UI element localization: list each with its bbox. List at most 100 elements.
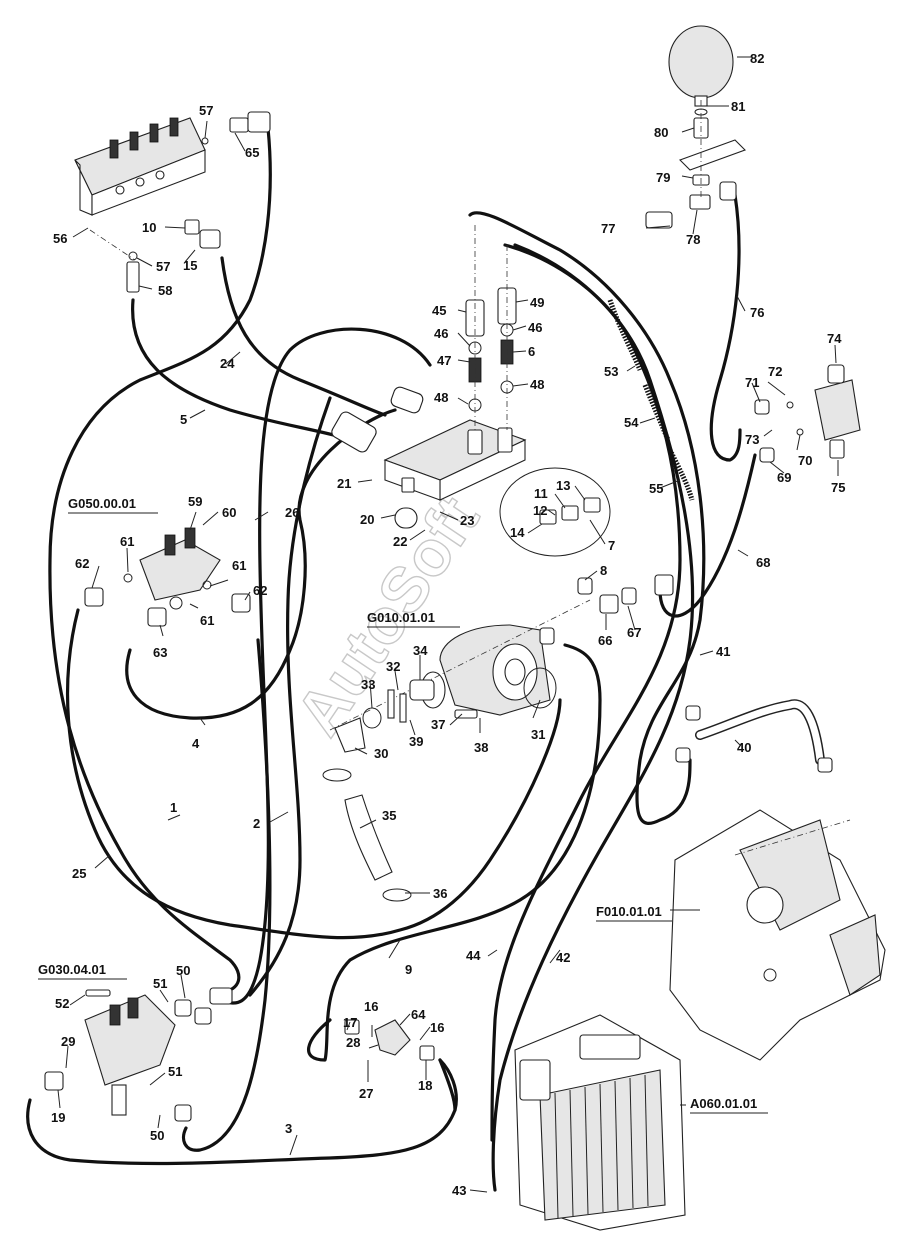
callout-11: 11 bbox=[534, 486, 548, 501]
callout-19: 19 bbox=[51, 1110, 65, 1125]
callout-46-b: 46 bbox=[528, 320, 542, 335]
callout-34: 34 bbox=[413, 643, 428, 658]
hose-68 bbox=[658, 453, 757, 618]
accumulator-82 bbox=[645, 25, 746, 229]
hose-4 bbox=[125, 408, 397, 720]
valve-g030 bbox=[44, 987, 233, 1122]
callout-9: 9 bbox=[405, 962, 412, 977]
hose-2 bbox=[248, 396, 332, 997]
callout-10: 10 bbox=[142, 220, 156, 235]
callout-61-a: 61 bbox=[120, 534, 134, 549]
fittings-66-67-8 bbox=[539, 574, 674, 645]
callout-57-a: 57 bbox=[199, 103, 213, 118]
heater-unit-f010 bbox=[669, 809, 886, 1061]
callout-45: 45 bbox=[432, 303, 446, 318]
callout-36: 36 bbox=[433, 886, 447, 901]
callout-27: 27 bbox=[359, 1086, 373, 1101]
callout-7: 7 bbox=[608, 538, 615, 553]
callout-54: 54 bbox=[624, 415, 639, 430]
callout-25: 25 bbox=[72, 866, 86, 881]
callout-numbers: 1 2 3 4 5 6 7 8 9 10 11 12 13 14 15 16 1… bbox=[51, 51, 845, 1198]
callout-37: 37 bbox=[431, 717, 445, 732]
callout-23: 23 bbox=[460, 513, 474, 528]
callout-30: 30 bbox=[374, 746, 388, 761]
callout-1: 1 bbox=[170, 800, 177, 815]
callout-66: 66 bbox=[598, 633, 612, 648]
callout-33: 33 bbox=[361, 677, 375, 692]
hose-41 bbox=[468, 211, 706, 825]
fittings-top-left bbox=[126, 111, 271, 293]
callout-16-b: 16 bbox=[430, 1020, 444, 1035]
callout-67: 67 bbox=[627, 625, 641, 640]
hose-left-hook bbox=[438, 1058, 457, 1112]
callout-5: 5 bbox=[180, 412, 187, 427]
pump-inlet-fittings bbox=[334, 679, 435, 753]
callout-58: 58 bbox=[158, 283, 172, 298]
group-label-g010: G010.01.01 bbox=[367, 610, 435, 625]
callout-21: 21 bbox=[337, 476, 351, 491]
callout-40: 40 bbox=[737, 740, 751, 755]
callout-51-a: 51 bbox=[153, 976, 167, 991]
bracket-circle-detail bbox=[499, 467, 611, 557]
suction-hose-35 bbox=[322, 768, 412, 902]
hose-9 bbox=[306, 643, 602, 1062]
callout-44: 44 bbox=[466, 948, 481, 963]
callout-39: 39 bbox=[409, 734, 423, 749]
callout-69: 69 bbox=[777, 470, 791, 485]
callout-72: 72 bbox=[768, 364, 782, 379]
callout-52: 52 bbox=[55, 996, 69, 1011]
spring-guard-54 bbox=[642, 384, 671, 441]
callout-6: 6 bbox=[528, 344, 535, 359]
group-label-g030: G030.04.01 bbox=[38, 962, 106, 977]
hose-1 bbox=[181, 638, 272, 1152]
callout-17: 17 bbox=[343, 1015, 357, 1030]
callout-80: 80 bbox=[654, 125, 668, 140]
callout-73: 73 bbox=[745, 432, 759, 447]
hoses bbox=[26, 126, 757, 1192]
callout-79: 79 bbox=[656, 170, 670, 185]
callout-57-b: 57 bbox=[156, 259, 170, 274]
callout-77: 77 bbox=[601, 221, 615, 236]
callout-22: 22 bbox=[393, 534, 407, 549]
callout-3: 3 bbox=[285, 1121, 292, 1136]
valve-g050 bbox=[84, 527, 251, 627]
callout-61-c: 61 bbox=[200, 613, 214, 628]
callout-63: 63 bbox=[153, 645, 167, 660]
callout-75: 75 bbox=[831, 480, 845, 495]
callout-50-a: 50 bbox=[176, 963, 190, 978]
callout-65: 65 bbox=[245, 145, 259, 160]
callout-81: 81 bbox=[731, 99, 745, 114]
callout-4: 4 bbox=[192, 736, 200, 751]
callout-62-a: 62 bbox=[75, 556, 89, 571]
hose-spring-guards bbox=[607, 299, 695, 501]
callout-29: 29 bbox=[61, 1034, 75, 1049]
callout-60: 60 bbox=[222, 505, 236, 520]
callout-49: 49 bbox=[530, 295, 544, 310]
callout-50-b: 50 bbox=[150, 1128, 164, 1143]
hose-76 bbox=[709, 193, 742, 462]
callout-32: 32 bbox=[386, 659, 400, 674]
callout-24: 24 bbox=[220, 356, 235, 371]
callout-68: 68 bbox=[756, 555, 770, 570]
callout-26: 26 bbox=[285, 505, 299, 520]
callout-82: 82 bbox=[750, 51, 764, 66]
callout-76: 76 bbox=[750, 305, 764, 320]
callout-16-a: 16 bbox=[364, 999, 378, 1014]
callout-42: 42 bbox=[556, 950, 570, 965]
hose-15 bbox=[220, 256, 387, 417]
callout-38: 38 bbox=[474, 740, 488, 755]
callout-28: 28 bbox=[346, 1035, 360, 1050]
callout-61-b: 61 bbox=[232, 558, 246, 573]
leader-lines bbox=[57, 56, 839, 1193]
callout-70: 70 bbox=[798, 453, 812, 468]
callout-59: 59 bbox=[188, 494, 202, 509]
callout-46-a: 46 bbox=[434, 326, 448, 341]
callout-56: 56 bbox=[53, 231, 67, 246]
callout-2: 2 bbox=[253, 816, 260, 831]
callout-13: 13 bbox=[556, 478, 570, 493]
callout-15: 15 bbox=[183, 258, 197, 273]
callout-48-a: 48 bbox=[434, 390, 448, 405]
radiator-a060 bbox=[514, 1014, 686, 1231]
control-valve-block-top bbox=[74, 117, 206, 261]
